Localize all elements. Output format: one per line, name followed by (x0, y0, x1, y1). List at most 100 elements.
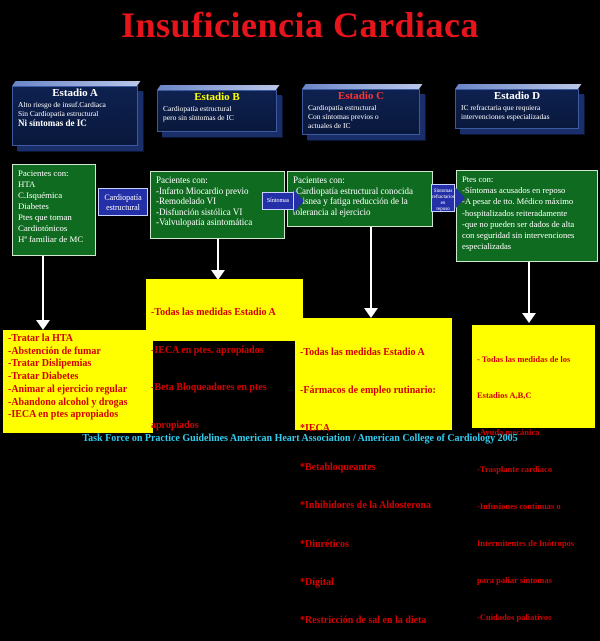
patients-line: -Cardiopatía estructural conocida (293, 185, 413, 196)
stage-b-desc-1: Cardiopatía estructural (163, 104, 232, 113)
treatment-line: *Digital (300, 576, 334, 588)
treatment-line: *Diuréticos (300, 538, 349, 550)
treatment-line: -Tratar Dislipemias (8, 358, 92, 370)
stage-c-card: Estadio C Cardiopatía estructural Con sí… (302, 84, 423, 135)
stage-b-card: Estadio B Cardiopatía estructural pero s… (157, 85, 280, 132)
treatment-line: -Tratar Diabetes (8, 371, 79, 383)
treatment-line: -Todas las medidas Estadio A (151, 307, 276, 318)
transition-arrow-bc: Síntomas (262, 192, 294, 210)
treatment-line: - Todas las medidas de los (477, 353, 571, 364)
treatment-box-d: - Todas las medidas de los Estadios A,B,… (472, 325, 595, 622)
treatment-box-c: -Todas las medidas Estadio A -Fármacos d… (295, 318, 452, 626)
stage-d-title: Estadio D (493, 90, 541, 102)
stage-d-desc-2: intervenciones especializadas (461, 112, 550, 121)
treatment-line: *Restricción de sal en la dieta (300, 615, 427, 627)
patients-line: -Remodelado VI (156, 196, 217, 207)
treatment-line: -Trasplante cardiaco (477, 464, 553, 475)
stage-c-title: Estadio C (337, 90, 385, 102)
patients-line: HTA (18, 179, 36, 189)
patients-line: -Disnea y fatiga reducción de la (293, 196, 408, 207)
patients-line: -que no pueden ser dados de alta (462, 218, 575, 229)
stage-a-emphasis: Ni síntomas de IC (18, 118, 87, 128)
treatment-line: apropiados (151, 419, 199, 431)
transition-label: estructural (106, 203, 140, 212)
stage-a-title: Estadio A (52, 87, 98, 99)
stage-d-desc-1: IC refractaria que requiera (461, 103, 541, 112)
stage-b-desc-2: pero sin síntomas de IC (163, 113, 234, 122)
patients-box-a: Pacientes con: HTA C.Isquémica Diabetes … (12, 164, 96, 256)
arrowhead (294, 190, 304, 212)
patients-line: tolerancia al ejercicio (293, 206, 371, 217)
treatment-line: para paliar síntomas (477, 574, 552, 585)
patients-line: especializadas (462, 241, 512, 252)
treatment-line: -Animar al ejercicio regular (8, 383, 128, 395)
treatment-line: -Fármacos de empleo rutinario: (300, 384, 436, 396)
patients-line: Hª familiar de MC (18, 234, 84, 244)
stage-a-card: Estadio A Alto riesgo de insuf.Cardiaca … (12, 81, 141, 146)
treatment-box-b: -Todas las medidas Estadio A -IECA en pt… (146, 279, 303, 431)
patients-line: Ptes que toman (18, 212, 72, 222)
patients-line: -A pesar de tto. Médico máximo (462, 196, 574, 207)
transition-arrow-cd: Síntomas refractarios en reposo (431, 184, 455, 212)
transition-label: refractarios en (432, 195, 455, 206)
treatment-line: -Todas las medidas Estadio A (300, 346, 425, 358)
stage-c-desc-2: Con síntomas previos o (308, 112, 379, 121)
patients-box-d: Ptes con: -Síntomas acusados en reposo -… (456, 170, 598, 262)
treatment-line: *IECA (300, 423, 331, 435)
down-arrow-d-shaft (528, 262, 530, 314)
stage-card-top (302, 84, 423, 89)
treatment-line: *Inhibidores de la Aldosterona (300, 500, 432, 512)
down-arrow-b-shaft (217, 239, 219, 271)
down-arrow-d-head (522, 313, 536, 323)
treatment-line: -Beta Bloqueadores en ptes (151, 382, 267, 393)
stage-c-desc-1: Cardiopatía estructural (308, 103, 377, 112)
source-footer: Task Force on Practice Guidelines Americ… (82, 433, 518, 444)
treatment-line: -Abandono alcohol y drogas (8, 396, 128, 408)
transition-label: Síntomas (433, 189, 453, 194)
patients-box-c: Pacientes con: -Cardiopatía estructural … (287, 171, 433, 227)
stage-a-desc-1: Alto riesgo de insuf.Cardiaca (18, 100, 106, 109)
patients-line: Ptes con: (462, 174, 494, 184)
patients-line: -Infarto Miocardio previo (156, 185, 249, 196)
stage-card-top (157, 85, 280, 90)
down-arrow-a-head (36, 320, 50, 330)
stage-card-top (12, 81, 141, 86)
patients-line: Cardiotónicos (18, 223, 68, 233)
transition-label: Cardiopatía (104, 193, 142, 202)
patients-line: con seguridad sin intervenciones (462, 230, 575, 241)
treatment-box-a: -Tratar la HTA -Abstención de fumar -Tra… (3, 330, 153, 433)
patients-line: C.Isquémica (18, 190, 63, 200)
treatment-line: -Abstención de fumar (8, 345, 101, 357)
stage-a-desc-2: Sin Cardiopatía estructural (18, 109, 99, 118)
patients-line: -Valvulopatía asintomática (156, 217, 253, 228)
treatment-line: Intermitentes de Inótropos (477, 538, 575, 549)
patients-line: -hospitalizados reiteradamente (462, 207, 568, 218)
patients-line: Pacientes con: (293, 175, 345, 185)
treatment-line: -IECA en ptes. apropiados (151, 344, 264, 356)
treatment-line: -IECA en ptes apropiados (8, 409, 119, 421)
treatment-line: -Ayuda mecánica (477, 427, 540, 438)
transition-label: Síntomas (266, 198, 290, 204)
down-arrow-c-shaft (370, 227, 372, 309)
treatment-line: -Cuidados paliativos (477, 611, 552, 622)
treatment-line: -Tratar la HTA (8, 333, 73, 344)
down-arrow-b-head (211, 270, 225, 280)
treatment-line: Estadios A,B,C (477, 390, 532, 401)
patients-line: -Disfunción sistólica VI (156, 206, 243, 217)
patients-line: Diabetes (18, 201, 49, 211)
treatment-line: -Infusiones continuas o (477, 501, 561, 512)
stage-d-card: Estadio D IC refractaria que requiera in… (455, 84, 582, 129)
patients-line: Pacientes con: (156, 175, 208, 185)
arrowhead (455, 187, 465, 209)
stage-card-top (455, 84, 582, 89)
patients-line: Pacientes con: (18, 168, 69, 178)
patients-line: -Síntomas acusados en reposo (462, 185, 566, 196)
stage-c-desc-3: actuales de IC (308, 121, 351, 130)
page-title: Insuficiencia Cardiaca (121, 5, 479, 45)
transition-arrow-ab: Cardiopatía estructural (98, 188, 148, 216)
down-arrow-a-shaft (42, 256, 44, 320)
treatment-line: *Betabloqueantes (300, 461, 376, 473)
stage-b-title: Estadio B (194, 91, 240, 103)
down-arrow-c-head (364, 308, 378, 318)
transition-label: reposo (436, 207, 450, 212)
